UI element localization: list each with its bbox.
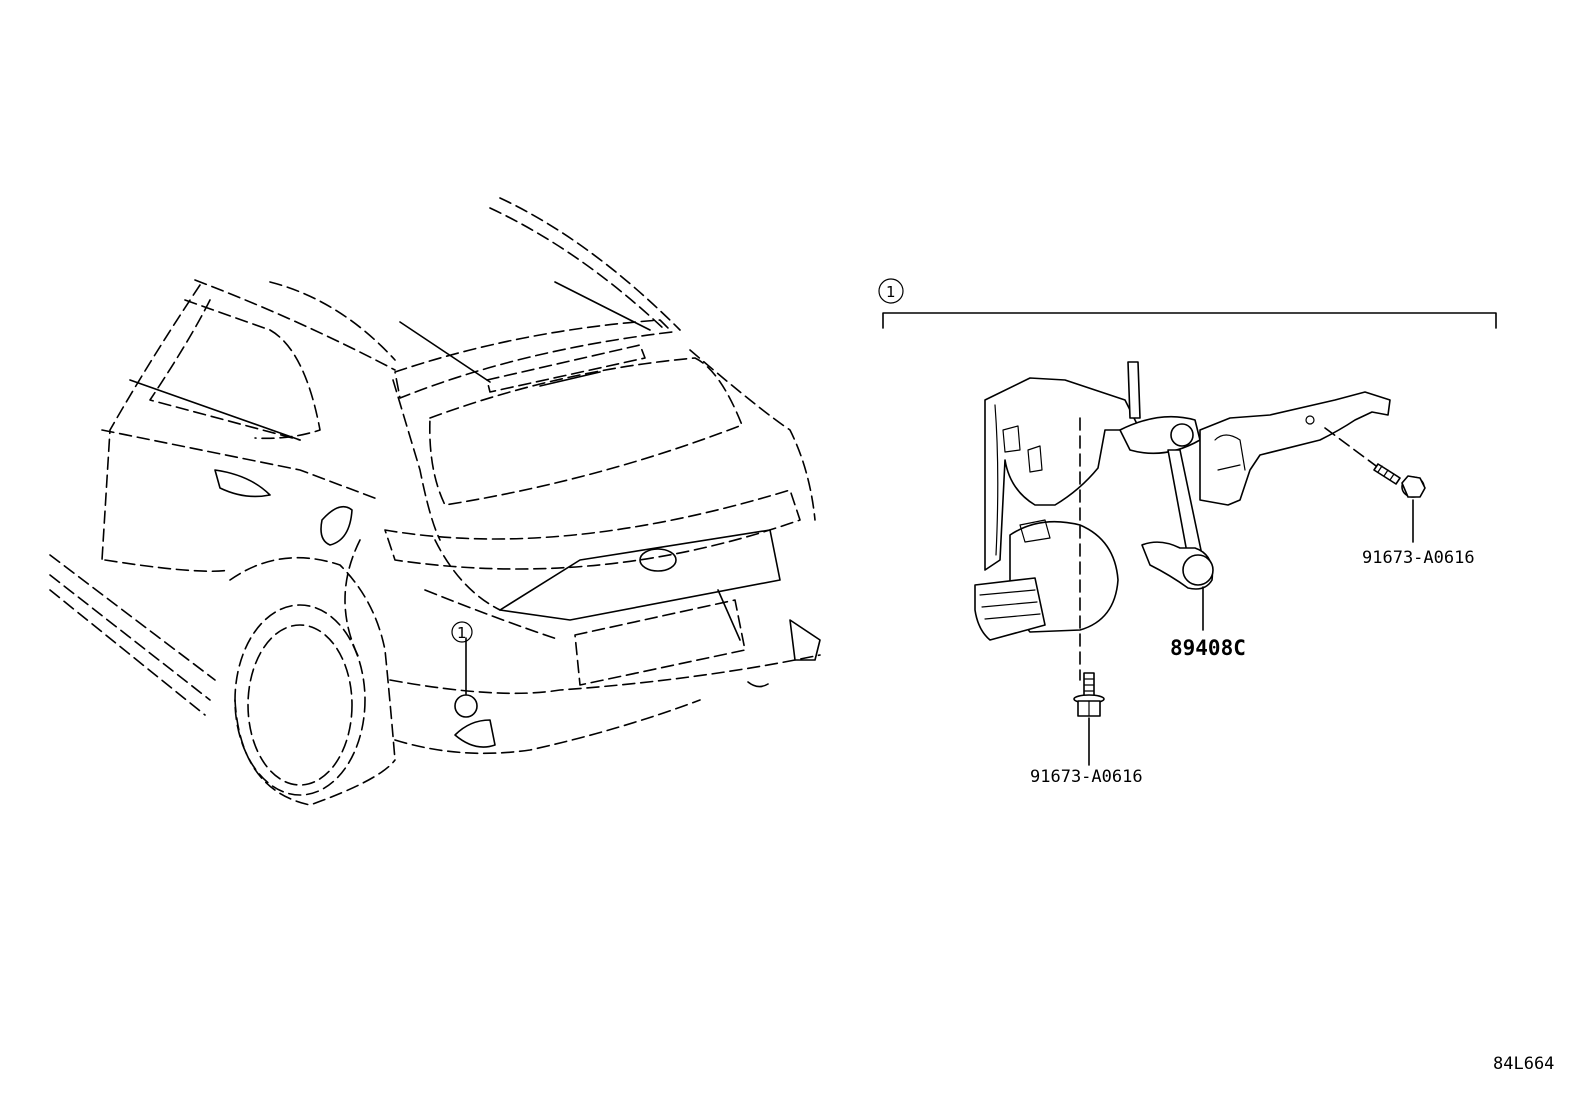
part-number-bolt-upper: 91673-A0616	[1362, 548, 1475, 568]
bolt-lower[interactable]	[1073, 672, 1105, 766]
part-number-sensor-link: 89408C	[1170, 636, 1246, 660]
bolt-upper[interactable]	[1373, 463, 1426, 543]
illustration-code: 84L664	[1493, 1054, 1554, 1074]
vehicle-callout-number: 1	[457, 624, 467, 642]
assembly-group-bracket: 1	[878, 278, 1497, 329]
part-number-bolt-lower: 91673-A0616	[1030, 767, 1143, 787]
height-control-sensor-assembly	[974, 361, 1396, 681]
vehicle-illustration: 1	[49, 197, 821, 806]
group-callout-number: 1	[886, 283, 896, 301]
